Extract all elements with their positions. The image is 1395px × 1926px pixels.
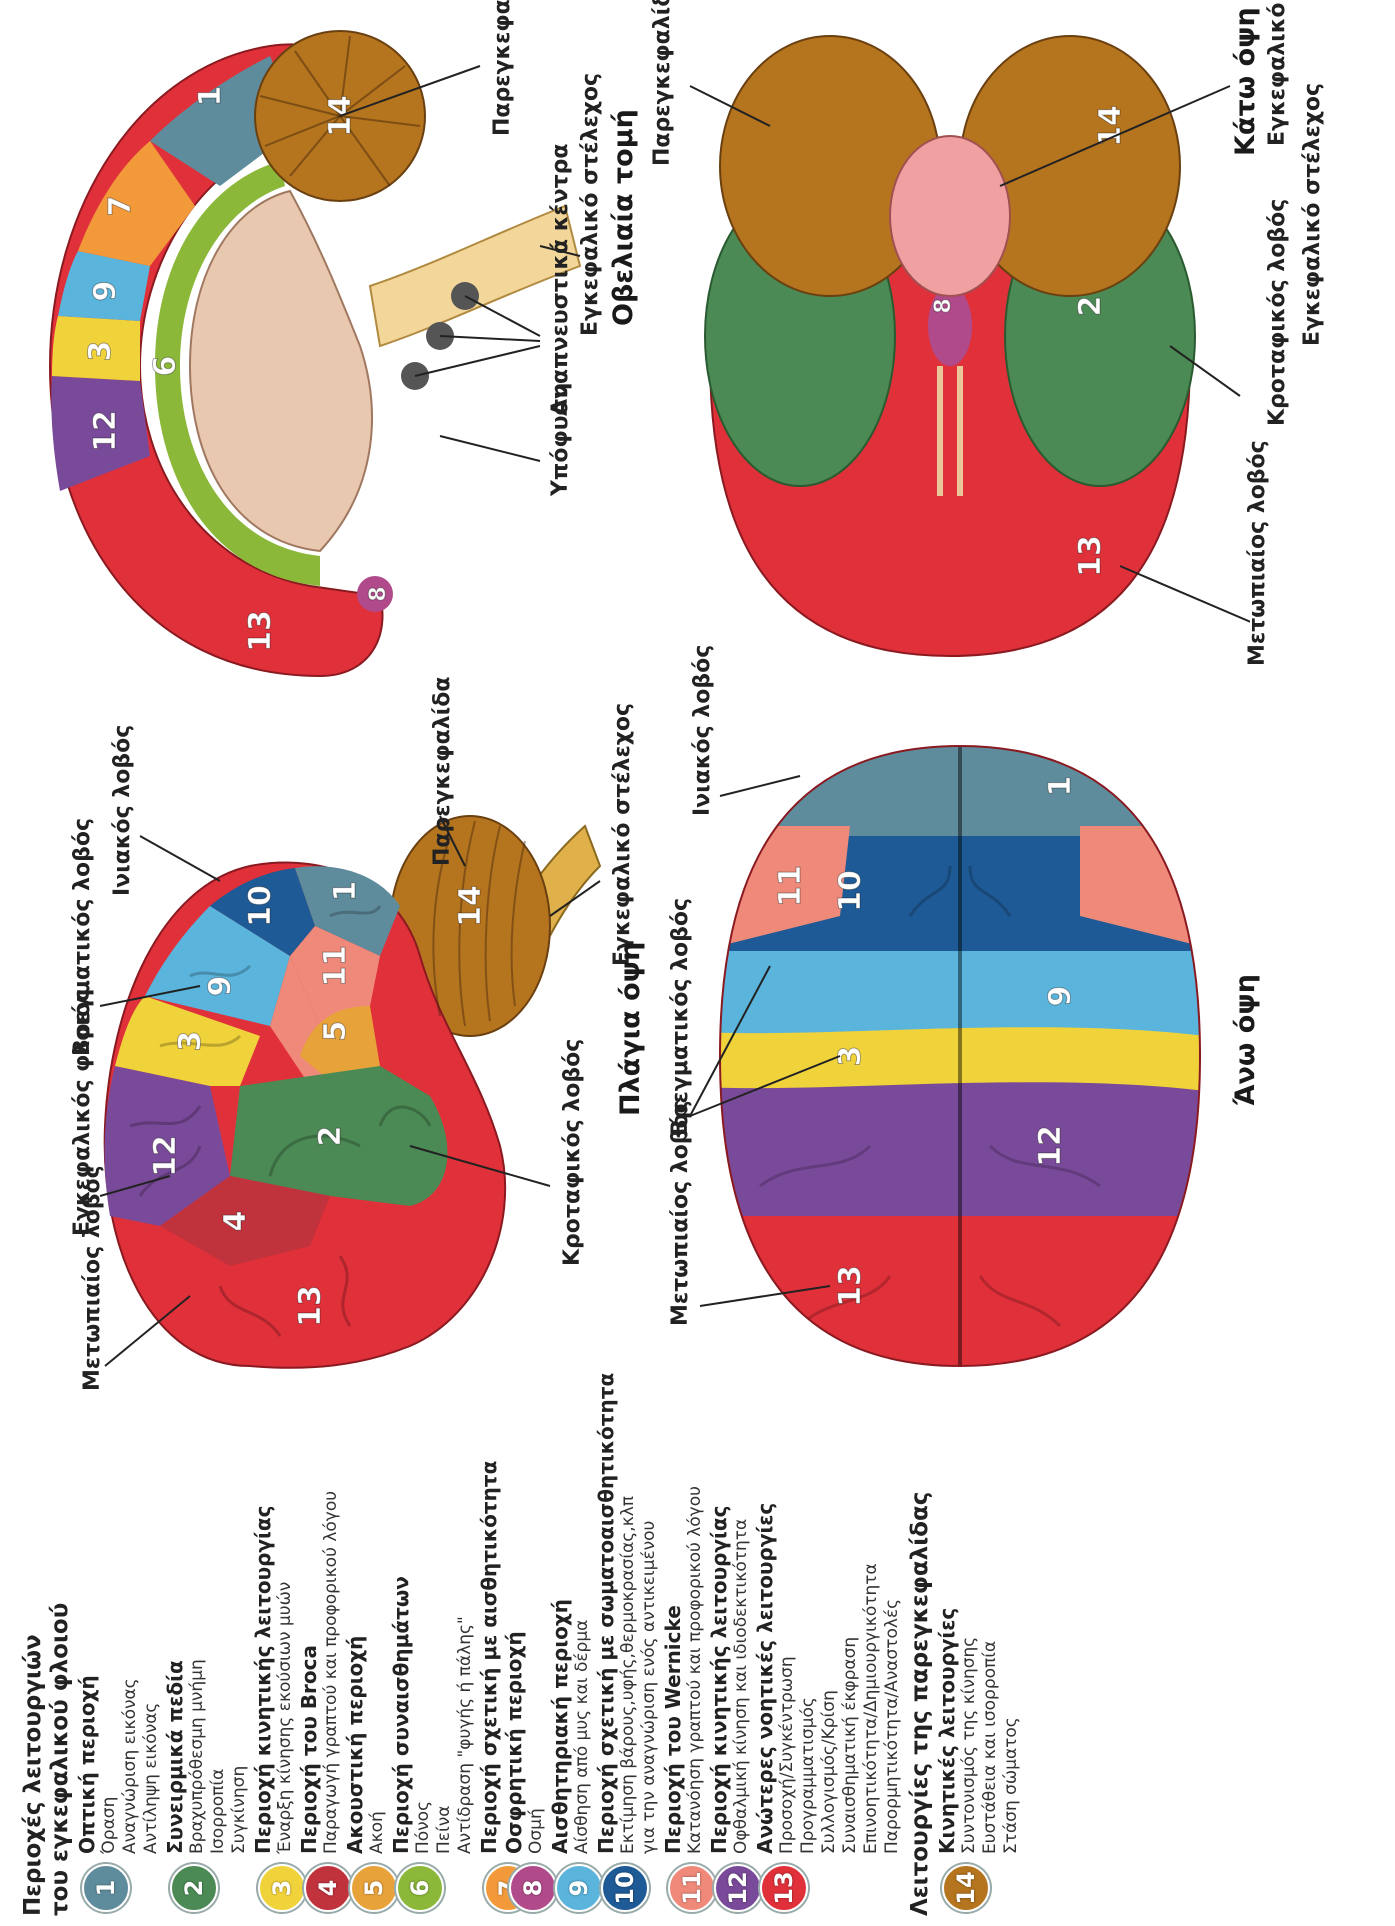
legend-item-line: Ευστάθεια και ισορροπία [980, 1316, 1001, 1854]
lateral-num-3: 3 [173, 1031, 208, 1052]
sagittal-label-cerebellum: Παρεγκεφαλίδα [490, 0, 515, 136]
legend-item-line: Επινοητικότητα/Δημιουργικότητα [861, 1316, 882, 1854]
lateral-num-10: 10 [243, 885, 278, 927]
inferior-label-cerebellum: Παρεγκεφαλίδα [650, 0, 675, 166]
legend-title-line1: Περιοχές λειτουργιών [20, 1316, 47, 1916]
legend-item-title: Περιοχή του Wernicke [662, 1316, 685, 1854]
lateral-view-diagram: 12 3 9 10 1 11 5 2 4 13 14 [80, 806, 640, 1426]
legend-item-line: Συναισθηματική έκφραση [840, 1316, 861, 1854]
legend-item-line: Προσοχή/Συγκέντρωση [777, 1316, 798, 1854]
legend-number-badge: 10 [601, 1864, 649, 1912]
sag-num-8: 8 [366, 586, 391, 601]
legend-number-badge: 6 [396, 1864, 444, 1912]
lateral-label-brainstem: Εγκεφαλικό στέλεχος [610, 703, 635, 966]
lateral-num-5: 5 [318, 1021, 353, 1042]
lateral-num-11: 11 [318, 945, 353, 987]
inferior-brainstem-shape [890, 136, 1010, 296]
cerebellum-functions-title: Λειτουργίες της παρεγκεφαλίδας [907, 1316, 934, 1916]
legend-number-badge: 2 [170, 1864, 218, 1912]
sag-num-1: 1 [193, 86, 228, 107]
sag-num-13: 13 [243, 610, 278, 652]
legend-item-title: Περιοχή κινητικής λειτουργίας [708, 1316, 731, 1854]
legend-number-badge: 13 [760, 1864, 808, 1912]
sup-num-9: 9 [1043, 986, 1078, 1007]
lateral-num-2: 2 [313, 1126, 348, 1147]
legend-item-line: Συντονισμός της κίνησης [959, 1316, 980, 1854]
inf-num-2: 2 [1073, 296, 1108, 317]
legend-item-line: Παρορμητικότητα/Αναστολές [882, 1316, 903, 1854]
sup-num-10: 10 [833, 870, 868, 912]
superior-caption: Άνω όψη [1230, 974, 1261, 1106]
sag-num-3: 3 [83, 341, 118, 362]
lateral-num-13: 13 [293, 1285, 328, 1327]
legend-item-line: Κατανόηση γραπτού και προφορικού λόγου [685, 1316, 706, 1854]
lateral-num-1: 1 [328, 881, 363, 902]
sag-num-6: 6 [148, 356, 183, 377]
lateral-num-4: 4 [218, 1211, 253, 1232]
sup-num-11: 11 [773, 865, 808, 907]
lateral-caption: Πλάγια όψη [615, 942, 646, 1116]
sag-num-12: 12 [88, 410, 123, 452]
lateral-label-temporal: Κροταφικός λοβός [560, 1039, 585, 1266]
sagittal-label-respiratory: Αναπνευστικά κέντρα [548, 143, 573, 416]
inf-num-14: 14 [1093, 105, 1128, 147]
legend-title-line2: του εγκεφαλικού φλοιού [47, 1316, 74, 1916]
legend-item-line: Στάση σώματος [1001, 1316, 1022, 1854]
legend-item-line: Συλλογισμός/Κρίση [819, 1316, 840, 1854]
lateral-num-14: 14 [453, 885, 488, 927]
sup-num-13: 13 [833, 1265, 868, 1307]
inf-num-13: 13 [1073, 535, 1108, 577]
sag-num-9: 9 [88, 281, 123, 302]
sup-num-12: 12 [1033, 1125, 1068, 1167]
lateral-label-parietal: Βρεγματικός λοβός [70, 818, 95, 1056]
sagittal-label-brainstem: Εγκεφαλικό στέλεχος [578, 73, 603, 336]
legend-item-title: Κινητικές λειτουργίες [936, 1316, 959, 1854]
inferior-label-temporal: Κροταφικός λοβός [1265, 199, 1290, 426]
legend-item-line: για την αναγνώριση ενός αντικειμένου [639, 1316, 660, 1854]
sag-num-7: 7 [103, 196, 138, 217]
legend-item-line: Οφθαλμική κίνηση και ιδιοδεκτικότητα [731, 1316, 752, 1854]
inferior-view-diagram: 13 2 8 14 [650, 6, 1250, 686]
legend-item-title: Ανώτερες νοητικές λειτουργίες [754, 1316, 777, 1854]
legend-number-badge: 1 [82, 1864, 130, 1912]
inf-num-8: 8 [931, 298, 956, 313]
inferior-label-brainstem-2: Εγκεφαλικό στέλεχος [1300, 83, 1325, 346]
sagittal-caption: Οβελιαία τομή [608, 109, 639, 326]
sup-num-1: 1 [1043, 776, 1078, 797]
superior-label-parietal: Βρεγματικός λοβός [668, 898, 693, 1136]
superior-view-diagram: 13 12 3 9 10 11 1 [680, 726, 1240, 1386]
legend-item-line: Προγραμματισμός [798, 1316, 819, 1854]
legend-number-badge: 14 [942, 1864, 990, 1912]
lateral-num-12: 12 [148, 1135, 183, 1177]
inferior-label-frontal: Μετωπιαίος λοβός [1245, 440, 1270, 666]
lateral-num-9: 9 [203, 976, 238, 997]
inferior-caption: Κάτω όψη [1230, 7, 1261, 156]
inferior-label-brainstem: Εγκεφαλικό στέλεχος [1265, 0, 1290, 146]
sagittal-view-diagram: 12 3 9 7 1 6 8 13 14 [20, 6, 620, 706]
lateral-label-occipital: Ινιακός λοβός [110, 725, 135, 896]
